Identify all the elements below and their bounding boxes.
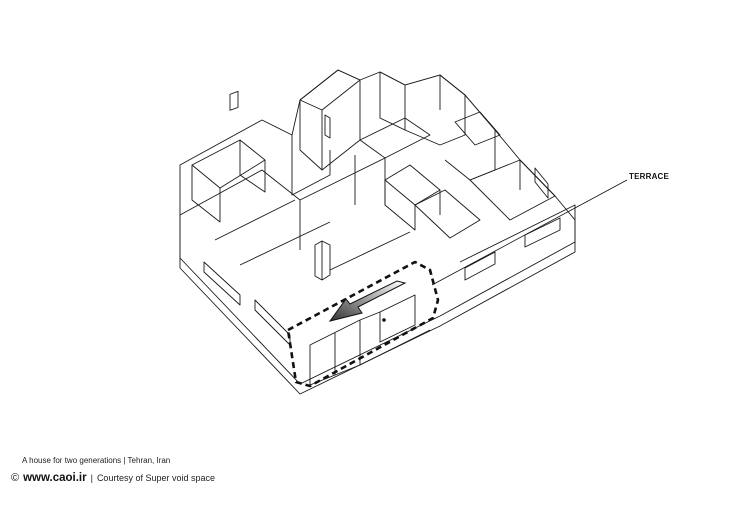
courtesy-text: Courtesy of Super void space (96, 473, 216, 483)
direction-arrow (328, 280, 407, 322)
terrace-boundary (286, 260, 440, 388)
credit-row: © www.caoi.ir | Courtesy of Super void s… (11, 472, 215, 484)
building-outline (179, 69, 576, 395)
terrace-leader-line (431, 179, 628, 286)
copyright-icon: © (11, 472, 20, 484)
site-link[interactable]: www.caoi.ir (23, 472, 87, 484)
point-marker (382, 318, 386, 322)
terrace-label: TERRACE (629, 172, 670, 181)
caption-title: A house for two generations | Tehran, Ir… (22, 456, 171, 465)
credit-separator: | (90, 473, 93, 483)
